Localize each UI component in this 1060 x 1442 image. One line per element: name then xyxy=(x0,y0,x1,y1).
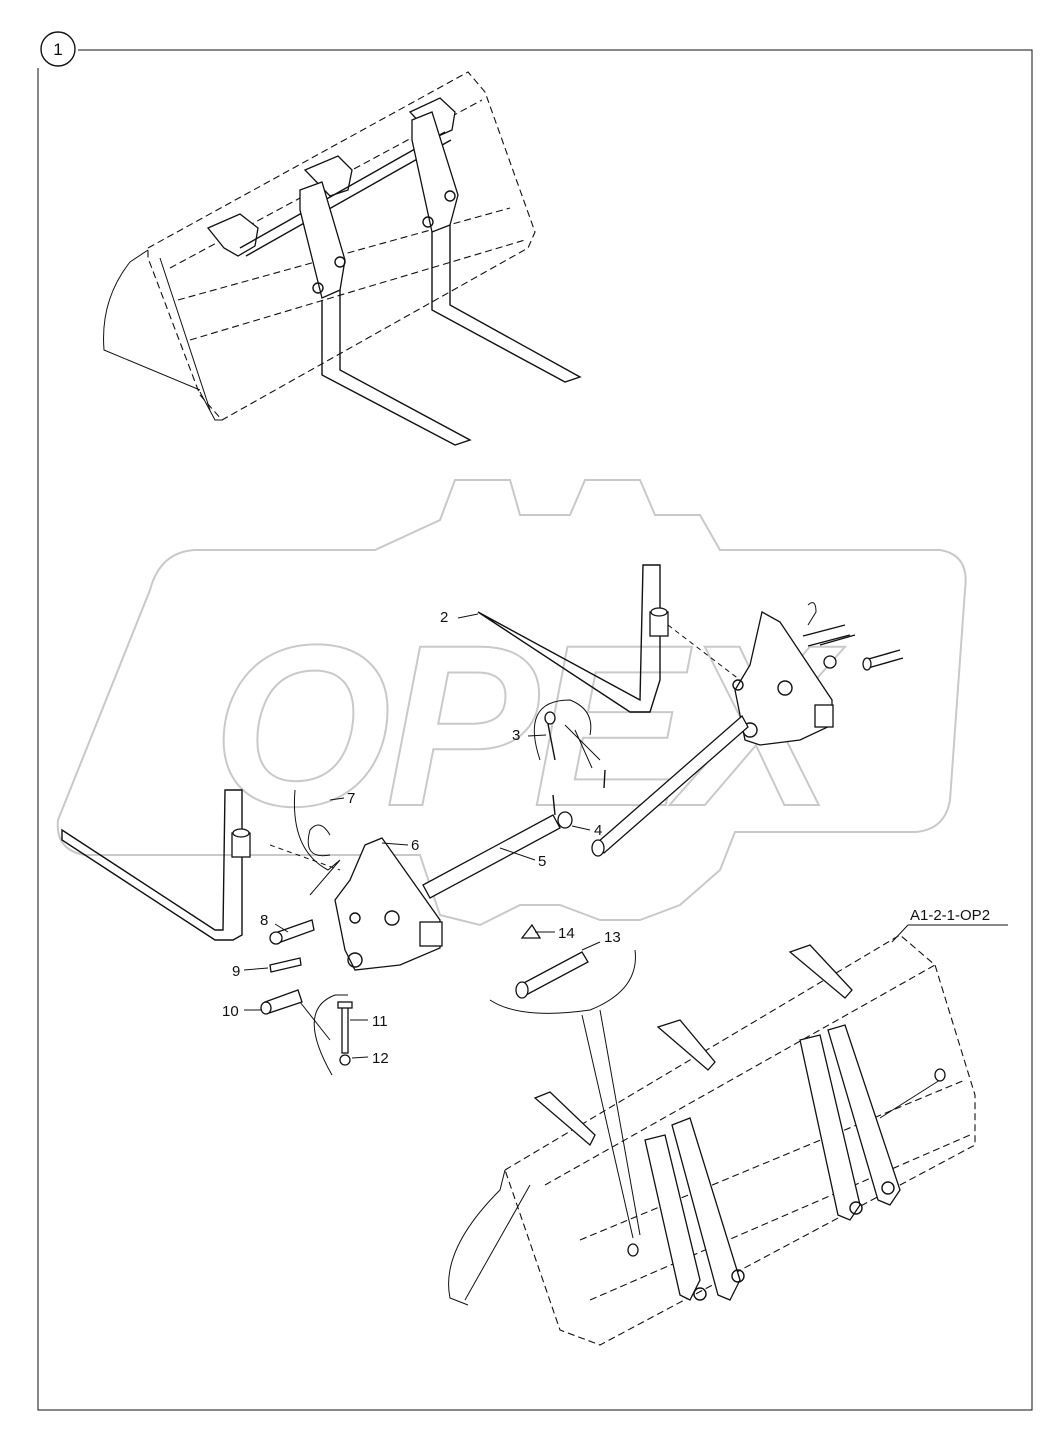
view-number: 1 xyxy=(53,40,62,59)
callout-12: 12 xyxy=(372,1050,389,1067)
bottom-bucket-view xyxy=(448,934,976,1346)
figure-frame xyxy=(37,49,1033,1411)
callout-7: 7 xyxy=(347,790,355,807)
callout-9: 9 xyxy=(232,963,240,980)
callouts: 2 3 4 5 6 7 8 9 10 11 12 13 14 A1-2-1-OP… xyxy=(222,609,1008,1067)
callout-5: 5 xyxy=(538,853,546,870)
left-fork xyxy=(61,789,243,941)
assembled-bucket-view xyxy=(103,71,582,446)
callout-3: 3 xyxy=(512,727,520,744)
long-shaft xyxy=(422,814,561,899)
callout-8: 8 xyxy=(260,912,268,929)
callout-6: 6 xyxy=(411,837,419,854)
callout-13: 13 xyxy=(604,929,621,946)
view-badge xyxy=(40,31,76,67)
callout-11: 11 xyxy=(372,1013,388,1030)
callout-14: 14 xyxy=(558,925,575,942)
reference-code: A1-2-1-OP2 xyxy=(910,907,990,924)
callout-10: 10 xyxy=(222,1003,239,1020)
callout-4: 4 xyxy=(594,822,602,839)
right-bracket xyxy=(734,611,833,746)
callout-2: 2 xyxy=(440,609,448,626)
left-bracket xyxy=(334,837,441,971)
exploded-parts-view xyxy=(61,564,904,1239)
